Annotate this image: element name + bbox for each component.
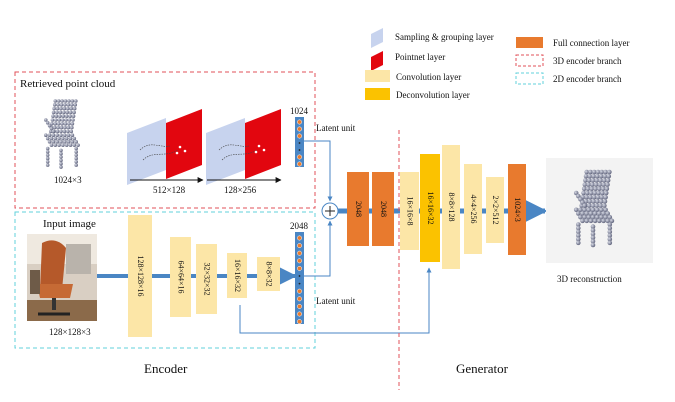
encoder-conv-4: 16×16×32 <box>227 253 247 298</box>
generator-layer-6-label: 1024×3 <box>513 197 522 222</box>
latent-vector-2d <box>295 232 304 324</box>
encoder-label: Encoder <box>144 361 188 376</box>
fc-layers: 2048 2048 <box>347 172 394 246</box>
legend-pointnet-label: Pointnet layer <box>395 52 445 62</box>
fc-layer-2-label: 2048 <box>379 201 388 217</box>
legend-pointnet-swatch <box>371 51 383 71</box>
vector-top-label: 1024 <box>290 106 309 116</box>
pointnet-layer-1 <box>166 109 202 179</box>
encoder-conv-5-label: 8×8×32 <box>265 261 274 286</box>
pointnet-layer-2 <box>245 109 281 179</box>
pointnet-2-size: 128×256 <box>224 185 257 195</box>
encoder-conv-2-label: 64×64×16 <box>177 260 186 293</box>
fc-layer-1: 2048 <box>347 172 369 246</box>
legend-conv-label: Convolution layer <box>396 72 461 82</box>
generator-layer-3: 8×8×128 <box>442 145 460 269</box>
generator-layer-2-label: 16×16×32 <box>426 191 435 224</box>
legend: Sampling & grouping layer Pointnet layer… <box>365 28 629 100</box>
fc-layer-2: 2048 <box>372 172 394 246</box>
reconstruction-point-cloud <box>573 169 615 248</box>
legend-conv-swatch <box>365 70 390 82</box>
generator-layer-3-label: 8×8×128 <box>447 192 456 221</box>
vector-bottom-label: 2048 <box>290 221 309 231</box>
generator-layer-5: 2×2×512 <box>486 177 504 243</box>
legend-2d-swatch <box>515 72 544 85</box>
input-image-size: 128×128×3 <box>49 327 91 337</box>
legend-deconv-label: Deconvolution layer <box>396 90 470 100</box>
pointnet-group-1 <box>127 109 202 185</box>
generator-layer-5-label: 2×2×512 <box>491 195 500 224</box>
point-cloud-size: 1024×3 <box>54 175 82 185</box>
encoder-conv-5: 8×8×32 <box>257 257 280 291</box>
generator-layer-6: 1024×3 <box>508 164 526 255</box>
sampling-layer-1 <box>127 118 166 185</box>
latent-unit-bottom: Latent unit <box>316 296 356 306</box>
encoder-conv-3-label: 32×32×32 <box>203 262 212 295</box>
skip-connection <box>239 267 432 334</box>
input-image-label: Input image <box>43 218 96 230</box>
generator-layer-1-label: 16×16×8 <box>406 196 415 225</box>
generator-layer-1: 16×16×8 <box>400 172 419 250</box>
legend-fc-label: Full connection layer <box>553 38 629 48</box>
encoder-conv-1: 128×128×16 <box>128 215 152 337</box>
recon-label: 3D reconstruction <box>557 274 622 284</box>
branch-3d-box <box>14 71 316 209</box>
legend-3d-label: 3D encoder branch <box>553 56 622 66</box>
generator-layer-2: 16×16×32 <box>420 154 440 262</box>
encoder-conv-layers: 128×128×16 64×64×16 32×32×32 16×16×32 8×8×32 <box>128 215 280 337</box>
encoder-conv-1-label: 128×128×16 <box>136 255 145 296</box>
latent-vector-3d <box>295 117 304 167</box>
pointnet-1-size: 512×128 <box>153 185 186 195</box>
input-point-cloud <box>44 99 80 169</box>
generator-layers: 16×16×8 16×16×32 8×8×128 4×4×256 2×2×512 1024… <box>400 145 526 269</box>
legend-deconv-swatch <box>365 88 390 100</box>
encoder-conv-4-label: 16×16×32 <box>233 259 242 292</box>
generator-layer-4-label: 4×4×256 <box>469 194 478 223</box>
branch-2d-box <box>14 211 316 349</box>
generator-label: Generator <box>456 361 509 376</box>
fc-layer-1-label: 2048 <box>354 201 363 217</box>
legend-fc-swatch <box>516 37 543 48</box>
generator-layer-4: 4×4×256 <box>464 164 482 254</box>
latent-unit-top: Latent unit <box>316 123 356 133</box>
retrieved-label: Retrieved point cloud <box>20 78 116 90</box>
sampling-layer-2 <box>206 118 245 185</box>
legend-3d-swatch <box>515 54 544 67</box>
legend-2d-label: 2D encoder branch <box>553 74 622 84</box>
encoder-conv-2: 64×64×16 <box>170 237 191 317</box>
encoder-conv-3: 32×32×32 <box>196 244 217 314</box>
input-image <box>27 234 97 321</box>
pointnet-group-2 <box>206 109 281 185</box>
legend-sampling-label: Sampling & grouping layer <box>395 32 494 42</box>
legend-sampling-swatch <box>371 28 383 48</box>
